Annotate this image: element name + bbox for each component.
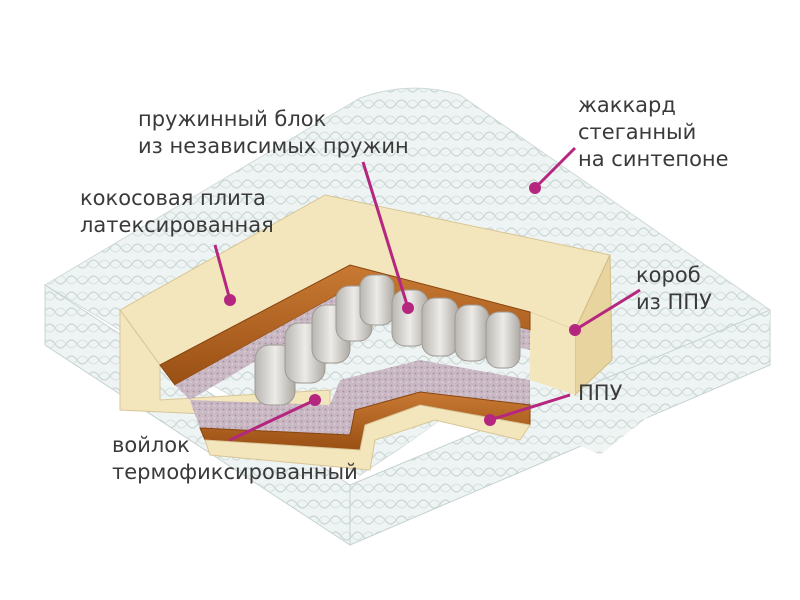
- leader-dot-jacquard: [529, 182, 541, 194]
- label-coconut: кокосовая плита латексированная: [80, 186, 274, 237]
- lower-step-layers: [195, 380, 531, 471]
- spring: [454, 304, 490, 362]
- cover-corner: [360, 310, 770, 470]
- label-box: короб из ППУ: [636, 263, 712, 314]
- label-spring-block: пружинный блок из независимых пружин: [138, 107, 409, 158]
- leader-box: [574, 288, 641, 332]
- label-ppu: ППУ: [578, 381, 623, 405]
- label-jacquard: жаккард стеганный на синтепоне: [578, 93, 729, 171]
- leader-dot-spring-block: [402, 302, 414, 314]
- spring: [485, 311, 521, 369]
- label-felt: войлок термофиксированный: [112, 433, 358, 484]
- leader-jacquard: [533, 146, 577, 190]
- foam-box: [119, 194, 613, 421]
- spring: [421, 297, 459, 357]
- leader-dot-felt: [309, 394, 321, 406]
- leader-felt: [229, 398, 316, 442]
- leader-spring-block: [361, 161, 410, 309]
- leader-coconut: [213, 244, 232, 301]
- leader-dot-box: [569, 324, 581, 336]
- leader-ppu: [489, 393, 571, 422]
- spring-block: [254, 274, 521, 406]
- leader-lines: [213, 146, 641, 442]
- leader-dot-ppu: [484, 414, 496, 426]
- leader-dot-coconut: [224, 294, 236, 306]
- spring: [359, 274, 395, 326]
